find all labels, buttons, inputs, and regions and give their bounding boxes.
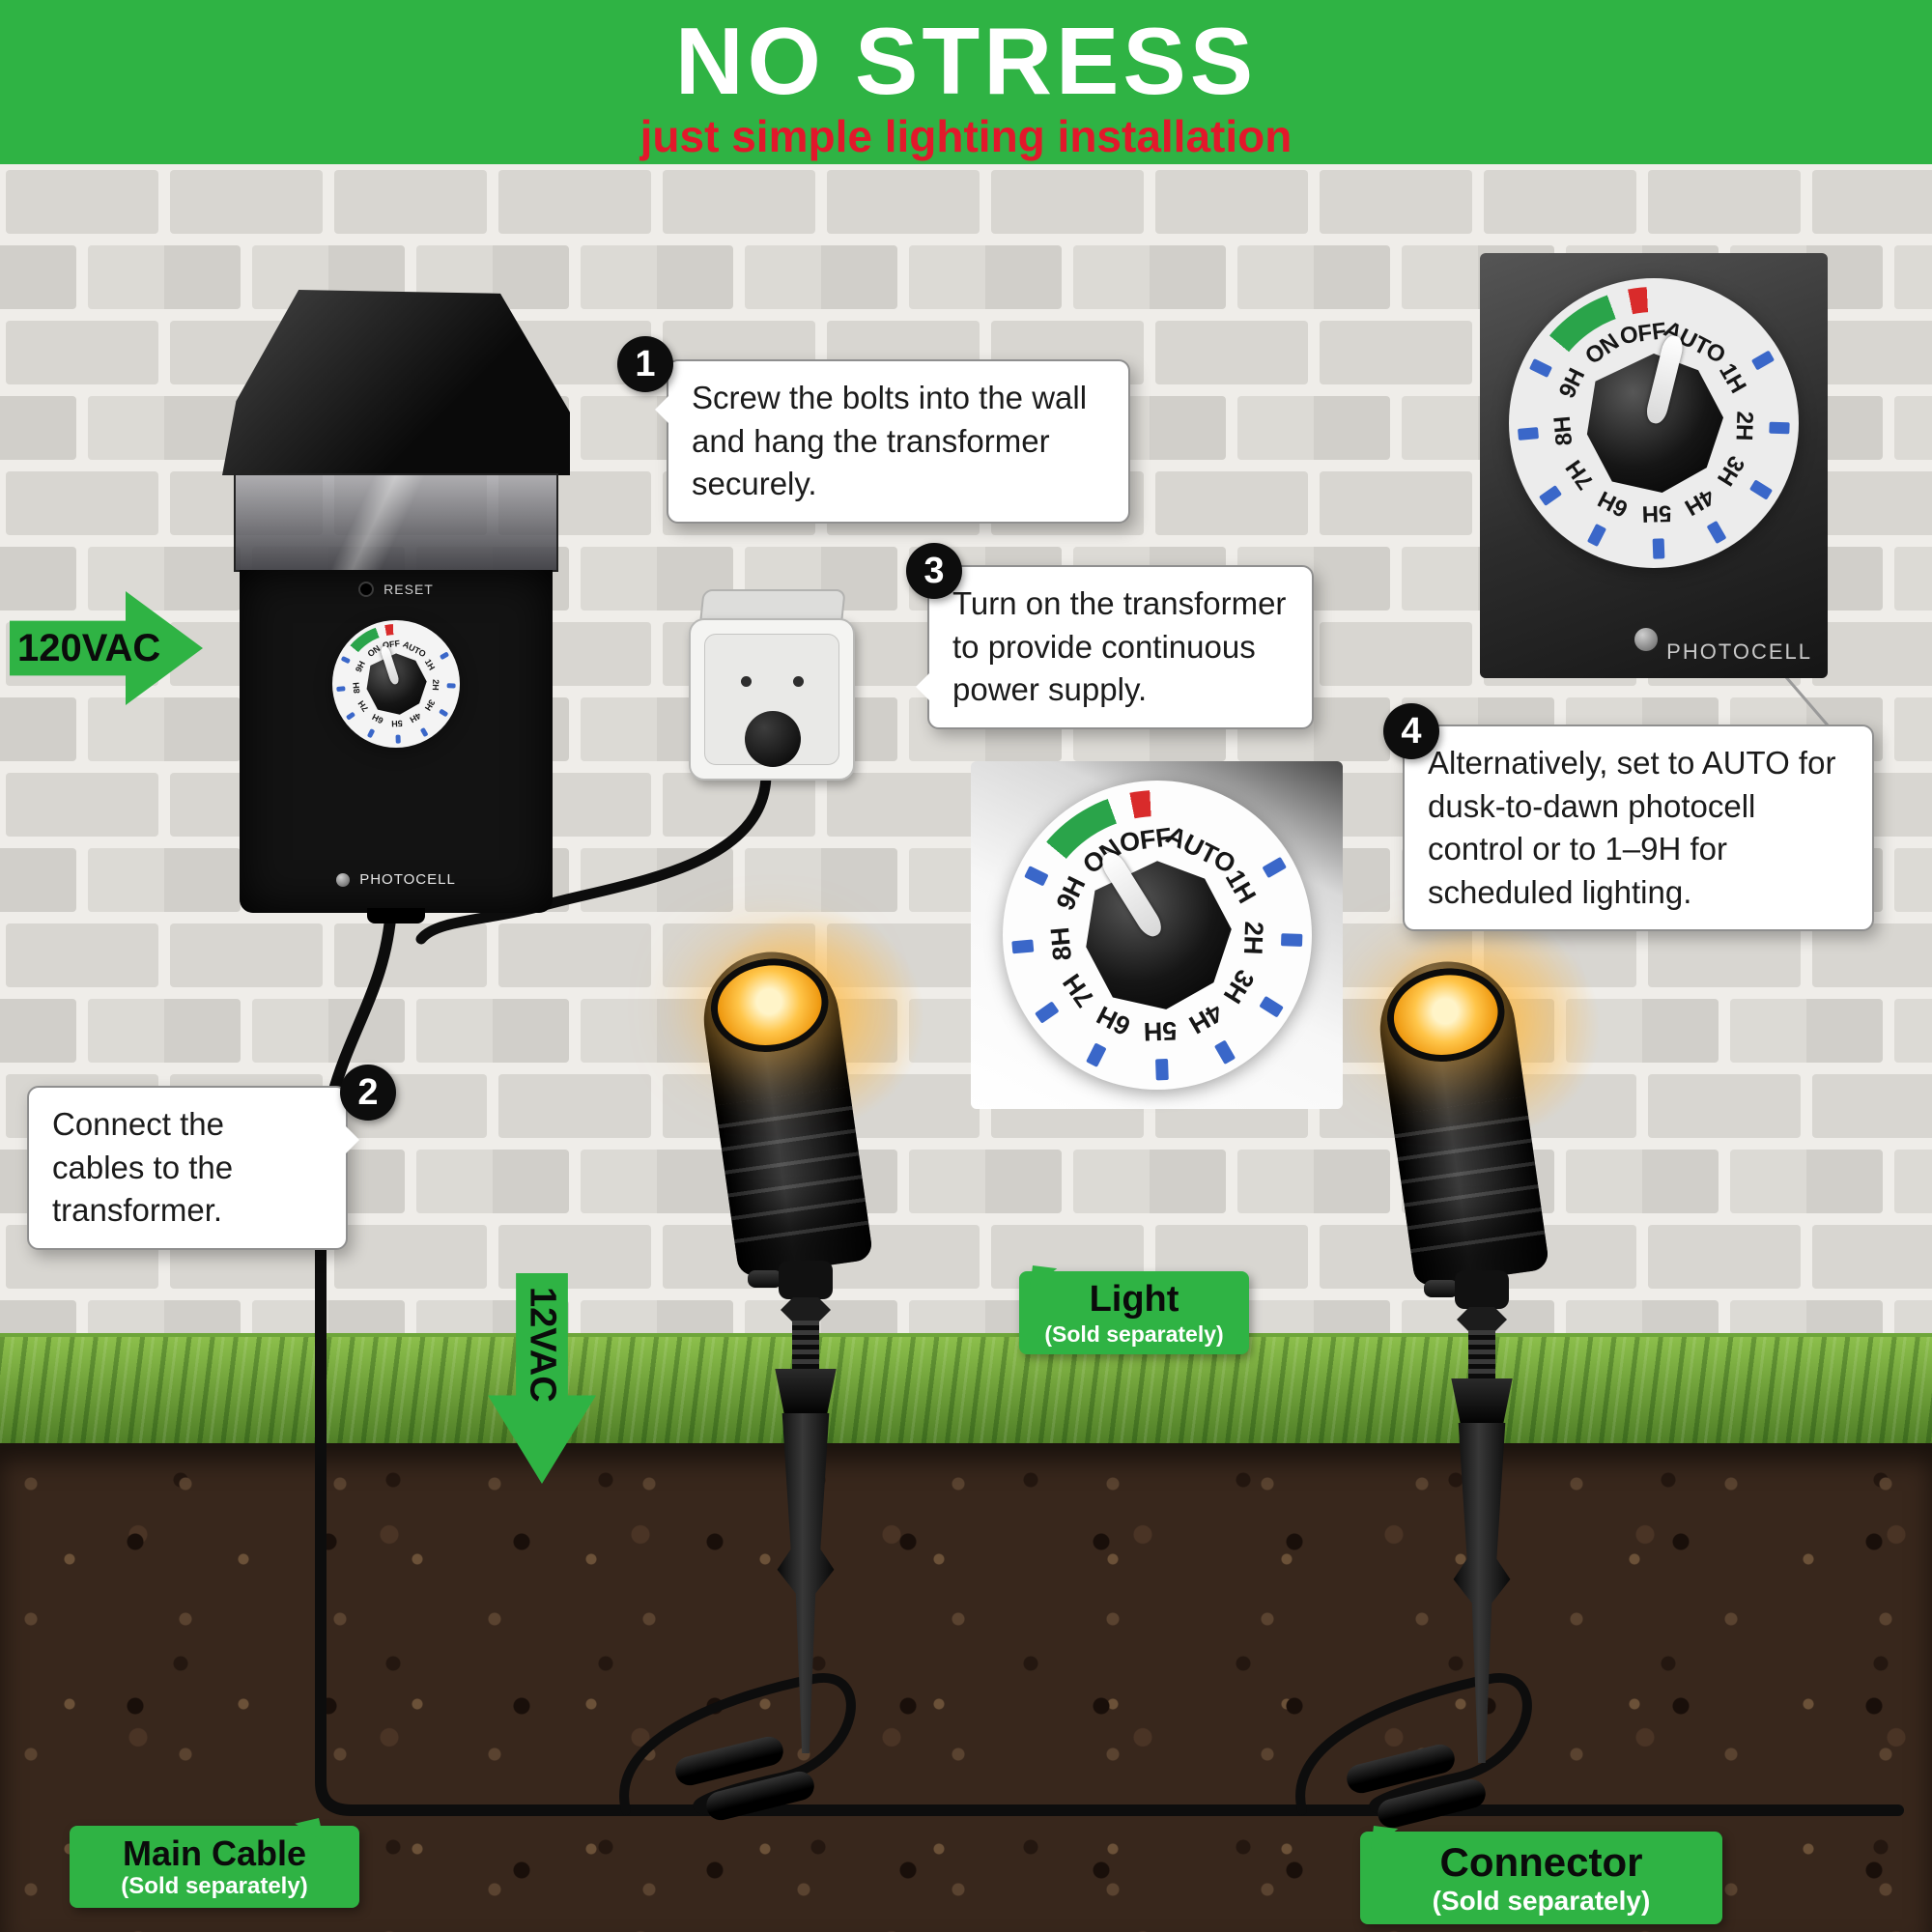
light-stem	[792, 1321, 819, 1373]
dial-label: 8H	[1549, 414, 1578, 447]
photocell-control: PHOTOCELL	[240, 871, 553, 888]
dial-label: 2H	[430, 679, 441, 692]
step4-callout-line	[1784, 676, 1831, 727]
cable-exit-nub	[367, 908, 425, 923]
connector-label-subtitle: (Sold separately)	[1432, 1886, 1651, 1917]
dial-label: OFF	[1618, 317, 1668, 350]
dial-label: 8H	[351, 681, 362, 694]
transformer-lid	[222, 290, 570, 475]
step-1-bubble: Screw the bolts into the wall and hang t…	[655, 359, 1130, 524]
light-label: Light (Sold separately)	[1019, 1271, 1249, 1355]
header-banner: NO STRESS just simple lighting installat…	[0, 0, 1932, 164]
timer-dial-photo: ON OFF AUTO 1H 2H 3H 4H 5H 6H 7H 8H 9H	[1509, 278, 1799, 568]
light-nut	[781, 1297, 831, 1322]
light-collar	[775, 1369, 837, 1417]
light-stem	[1468, 1330, 1495, 1382]
ground-spike	[777, 1413, 835, 1753]
dial-tick	[395, 734, 401, 745]
outlet-cord-path	[415, 765, 772, 945]
step-4-note: Alternatively, set to AUTO for dusk-to-d…	[1403, 724, 1874, 932]
dial-label: 8H	[1045, 925, 1078, 962]
light-collar	[1451, 1378, 1513, 1427]
dial-label: 2H	[1730, 411, 1758, 442]
reset-button[interactable]	[358, 582, 375, 597]
transformer-timer-dial[interactable]: ON OFF AUTO 1H 2H 3H 4H 5H 6H 7H 8H 9H	[332, 620, 460, 748]
spotlight-2	[1304, 917, 1652, 1802]
connector-label-title: Connector	[1439, 1839, 1643, 1885]
dial-label: 2H	[1238, 921, 1269, 956]
step-1-badge: 1	[617, 336, 673, 392]
dial-tick	[335, 685, 346, 693]
ground-spike	[1453, 1423, 1511, 1763]
light-ridges	[715, 1087, 870, 1250]
photocell-label: PHOTOCELL	[359, 871, 456, 888]
main-cable-label: Main Cable (Sold separately)	[70, 1826, 359, 1908]
light-ridges	[1391, 1096, 1547, 1260]
photocell-label: PHOTOCELL	[1666, 639, 1812, 664]
light-nut	[1457, 1307, 1507, 1332]
dial-tick	[1280, 933, 1303, 947]
dial-knob[interactable]	[366, 653, 427, 715]
dial-tick	[1155, 1058, 1169, 1081]
photocell-sensor	[336, 872, 351, 887]
photocell-sensor	[1634, 628, 1658, 651]
dial-label: 5H	[391, 718, 404, 729]
dial-tick	[1769, 421, 1791, 434]
reset-control: RESET	[240, 582, 553, 597]
dial-tick	[1652, 538, 1664, 560]
transformer-body: RESET ON OFF AUTO 1H 2H 3H	[240, 570, 553, 913]
input-voltage-label: 120VAC	[17, 626, 161, 669]
outlet-hole	[793, 676, 804, 687]
dial-label: 5H	[1641, 499, 1673, 527]
dial-photo-auto-mode: ON OFF AUTO 1H 2H 3H 4H 5H 6H 7H 8H 9H P…	[1480, 253, 1828, 678]
page-subtitle: just simple lighting installation	[639, 111, 1293, 161]
spotlight-1	[628, 907, 976, 1792]
power-plug[interactable]	[745, 711, 801, 767]
light-knuckle	[779, 1261, 833, 1299]
transformer-unit: RESET ON OFF AUTO 1H 2H 3H	[222, 290, 570, 923]
step-3-badge: 3	[906, 543, 962, 599]
dial-label: 5H	[1143, 1016, 1179, 1047]
dial-tick	[1011, 939, 1036, 954]
light-knuckle	[1455, 1270, 1509, 1309]
light-adjust-screw[interactable]	[1424, 1280, 1459, 1297]
light2-lead-loop	[1295, 1672, 1532, 1815]
light-label-subtitle: (Sold separately)	[1044, 1321, 1224, 1347]
step-2-badge: 2	[340, 1065, 396, 1121]
cable-connector-1	[667, 1733, 831, 1824]
outlet-hole	[741, 676, 752, 687]
main-cable-label-subtitle: (Sold separately)	[121, 1873, 308, 1900]
output-voltage-label: 12VAC	[522, 1287, 563, 1403]
dial-tick	[1518, 427, 1539, 441]
reset-label: RESET	[384, 582, 434, 597]
page-title: NO STRESS	[674, 8, 1258, 114]
main-cable-label-title: Main Cable	[122, 1833, 307, 1873]
dial-knob	[1086, 861, 1232, 1009]
light-label-title: Light	[1089, 1279, 1179, 1320]
step-2-bubble: Connect the cables to the transformer.	[27, 1086, 359, 1250]
wall-outlet	[689, 589, 855, 781]
connector-label: Connector (Sold separately)	[1360, 1832, 1722, 1925]
timer-dial-closeup: ON OFF AUTO 1H 2H 3H 4H 5H 6H 7H 8H 9H	[1003, 781, 1312, 1090]
step-4-badge: 4	[1383, 703, 1439, 759]
dial-closeup-panel: ON OFF AUTO 1H 2H 3H 4H 5H 6H 7H 8H 9H	[971, 761, 1343, 1109]
step-3-bubble: Turn on the transformer to provide conti…	[916, 565, 1314, 729]
dial-tick	[446, 683, 457, 689]
light-adjust-screw[interactable]	[748, 1270, 782, 1288]
transformer-window	[234, 473, 558, 572]
